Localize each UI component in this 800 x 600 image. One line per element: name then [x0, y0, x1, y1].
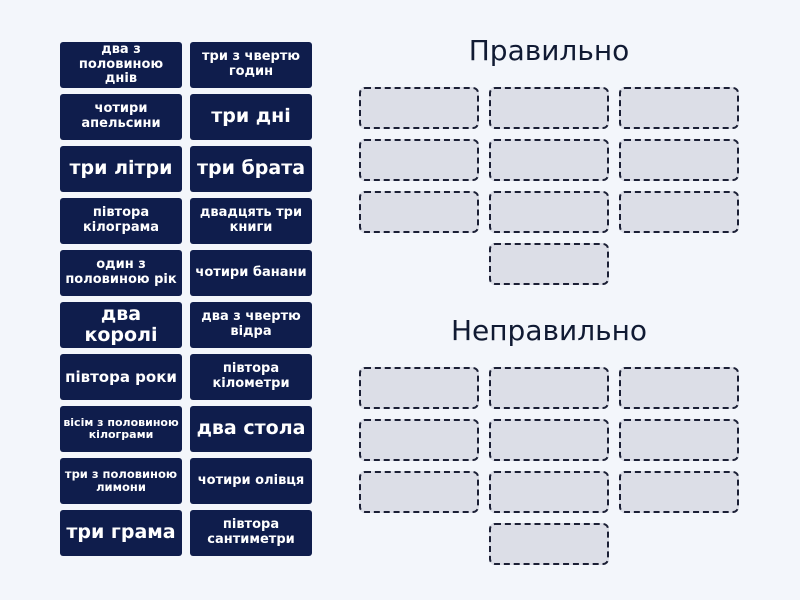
drop-slot[interactable] — [489, 523, 609, 565]
word-card[interactable]: три літри — [60, 146, 182, 192]
word-card[interactable]: два з чвертю відра — [190, 302, 312, 348]
drop-slot[interactable] — [619, 87, 739, 129]
word-card[interactable]: три з чвертю годин — [190, 42, 312, 88]
group-title: Правильно — [468, 34, 630, 67]
drop-slot[interactable] — [489, 191, 609, 233]
drop-slot[interactable] — [359, 87, 479, 129]
word-card[interactable]: один з половиною рік — [60, 250, 182, 296]
word-card[interactable]: три грама — [60, 510, 182, 556]
drop-slot[interactable] — [359, 471, 479, 513]
drop-slot[interactable] — [489, 139, 609, 181]
drop-slot[interactable] — [359, 191, 479, 233]
drop-slot[interactable] — [359, 367, 479, 409]
word-card[interactable]: півтора кілограма — [60, 198, 182, 244]
word-card[interactable]: півтора роки — [60, 354, 182, 400]
word-card[interactable]: три з половиною лимони — [60, 458, 182, 504]
word-card[interactable]: чотири олівця — [190, 458, 312, 504]
group-title: Неправильно — [450, 314, 648, 347]
word-card[interactable]: півтора сантиметри — [190, 510, 312, 556]
drop-slot[interactable] — [619, 367, 739, 409]
drop-slot[interactable] — [619, 419, 739, 461]
word-card[interactable]: півтора кілометри — [190, 354, 312, 400]
word-card[interactable]: три брата — [190, 146, 312, 192]
word-card[interactable]: двадцять три книги — [190, 198, 312, 244]
word-card[interactable]: вісім з половиною кілограми — [60, 406, 182, 452]
drop-slot[interactable] — [489, 243, 609, 285]
drop-slot[interactable] — [619, 191, 739, 233]
word-card[interactable]: три дні — [190, 94, 312, 140]
drop-slot[interactable] — [619, 471, 739, 513]
drop-slot[interactable] — [489, 367, 609, 409]
drop-slot[interactable] — [489, 471, 609, 513]
drop-slot[interactable] — [619, 139, 739, 181]
word-card[interactable]: чотири апельсини — [60, 94, 182, 140]
drop-slot[interactable] — [359, 419, 479, 461]
word-card[interactable]: два королі — [60, 302, 182, 348]
word-card[interactable]: два стола — [190, 406, 312, 452]
drop-slot[interactable] — [489, 87, 609, 129]
drop-slot[interactable] — [489, 419, 609, 461]
drop-slot[interactable] — [359, 139, 479, 181]
word-card[interactable]: чотири банани — [190, 250, 312, 296]
word-card[interactable]: два з половиною днів — [60, 42, 182, 88]
